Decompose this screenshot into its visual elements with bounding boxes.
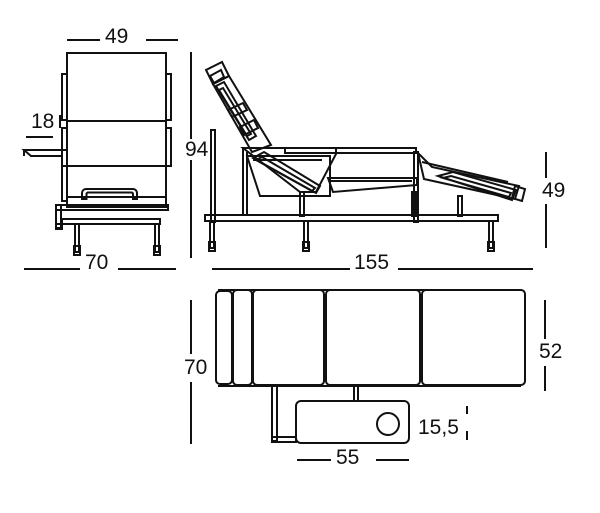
dimension-label-footrest-width: 55: [334, 446, 362, 469]
plan-view: [215, 289, 526, 444]
front-elevation-view: [21, 52, 172, 256]
dimension-label-armrest-height: 18: [29, 110, 57, 133]
dimension-label-total-height: 94: [183, 138, 211, 161]
dimension-label-seat-height: 49: [540, 179, 568, 202]
dimension-lines: [24, 39, 547, 461]
dimension-label-cushion-width: 52: [537, 340, 565, 363]
dimension-label-plan-depth: 70: [182, 356, 210, 379]
dimension-label-base-width: 70: [83, 251, 111, 274]
dimension-label-front-width: 49: [103, 25, 131, 48]
dimension-label-total-length: 155: [352, 251, 392, 274]
dimension-label-footrest-offset: 15,5: [416, 416, 461, 439]
side-elevation-view: [204, 60, 527, 252]
